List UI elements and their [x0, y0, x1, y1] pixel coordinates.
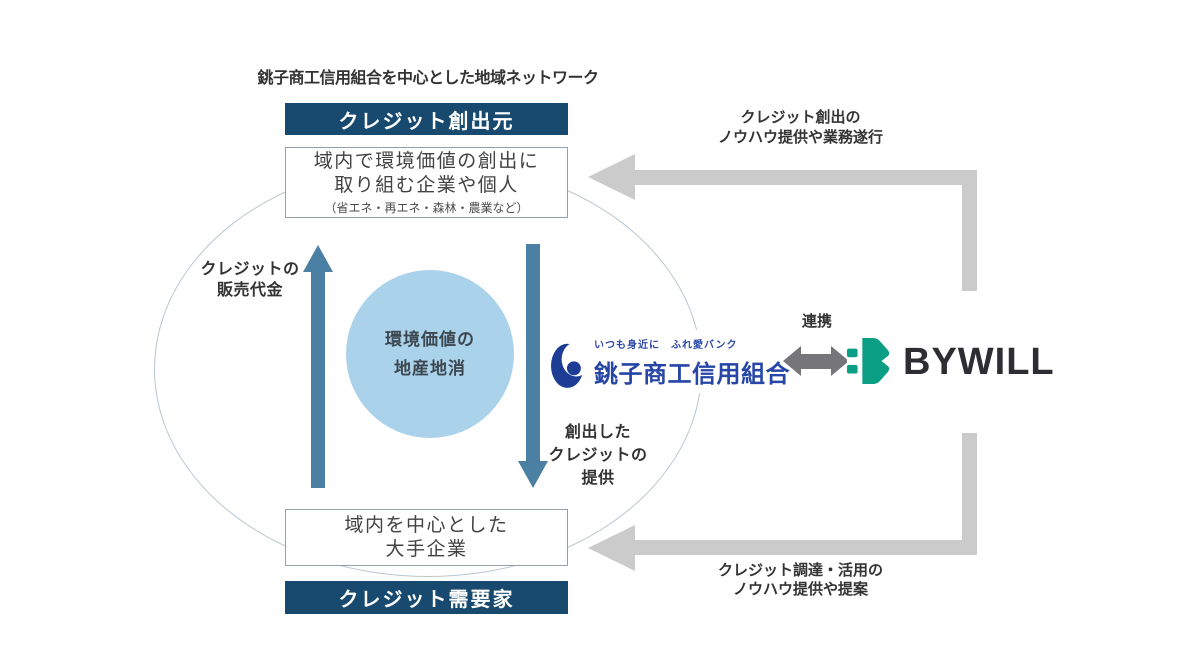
sales-label-line1: クレジットの [200, 261, 300, 278]
flow-top-arrowhead-icon [588, 154, 635, 200]
partnership-label: 連携 [801, 313, 832, 330]
demand-box: 域内を中心とした 大手企業 [285, 509, 568, 566]
provide-label-line1: 創出した [564, 424, 631, 441]
flow-top-line2: ノウハウ提供や業務遂行 [717, 129, 883, 146]
provide-arrow-down-icon [518, 461, 548, 488]
flow-top-label: クレジット創出の ノウハウ提供や業務遂行 [683, 108, 918, 148]
flow-bottom-line1: クレジット調達・活用の [717, 562, 883, 579]
sales-arrow-bar [311, 270, 325, 488]
flow-top-horizontal-bar [633, 170, 977, 185]
partnership-arrow-bar [800, 354, 833, 369]
bank-logo-text: いつも身近に ふれ愛バンク 銚子商工信用組合 [594, 332, 790, 389]
provide-arrow-label: 創出した クレジットの 提供 [538, 421, 658, 490]
bank-logo: いつも身近に ふれ愛バンク 銚子商工信用組合 [548, 330, 793, 393]
sales-arrow-label: クレジットの 販売代金 [178, 259, 322, 301]
bank-name: 銚子商工信用組合 [594, 361, 790, 388]
flow-bottom-vertical-bar [962, 433, 977, 555]
creator-banner-label: クレジット創出元 [338, 110, 515, 133]
bywill-logo: BYWILL [847, 335, 1055, 389]
demand-banner-label: クレジット需要家 [338, 589, 515, 611]
partnership-arrow-left-icon [783, 346, 801, 376]
provide-label-line3: 提供 [581, 470, 615, 487]
bywill-mark-icon [847, 338, 890, 385]
flow-bottom-arrowhead-icon [588, 525, 635, 571]
creator-box: 域内で環境価値の創出に 取り組む企業や個人 （省エネ・再エネ・森林・農業など） [285, 147, 568, 218]
demand-box-line2: 大手企業 [385, 538, 468, 560]
network-title: 銚子商工信用組合を中心とした地域ネットワーク [257, 70, 599, 87]
flow-bottom-label: クレジット調達・活用の ノウハウ提供や提案 [683, 561, 918, 599]
flow-top-vertical-bar [962, 170, 977, 291]
circle-line2: 地産地消 [394, 359, 466, 378]
provide-label-line2: クレジットの [548, 447, 648, 464]
partnership-arrow-right-icon [831, 346, 849, 376]
bank-tagline: いつも身近に ふれ愛バンク [594, 340, 738, 351]
provide-arrow-bar [526, 244, 540, 462]
demand-banner: クレジット需要家 [285, 581, 568, 614]
flow-bottom-horizontal-bar [633, 540, 977, 555]
circle-line1: 環境価値の [385, 330, 475, 349]
flow-bottom-line2: ノウハウ提供や提案 [732, 581, 868, 598]
creator-box-note: （省エネ・再エネ・森林・農業など） [324, 200, 529, 215]
sales-label-line2: 販売代金 [216, 282, 283, 299]
creator-box-line2: 取り組む企業や個人 [334, 174, 519, 196]
creator-banner: クレジット創出元 [285, 103, 568, 135]
flow-top-line1: クレジット創出の [740, 109, 861, 126]
demand-box-line1: 域内を中心とした [344, 514, 509, 536]
bywill-name: BYWILL [903, 340, 1055, 383]
bank-crescent-icon [551, 342, 587, 388]
creator-box-line1: 域内で環境価値の創出に [313, 150, 540, 172]
sales-arrow-up-icon [303, 245, 333, 272]
local-production-circle: 環境価値の 地産地消 [346, 270, 514, 438]
